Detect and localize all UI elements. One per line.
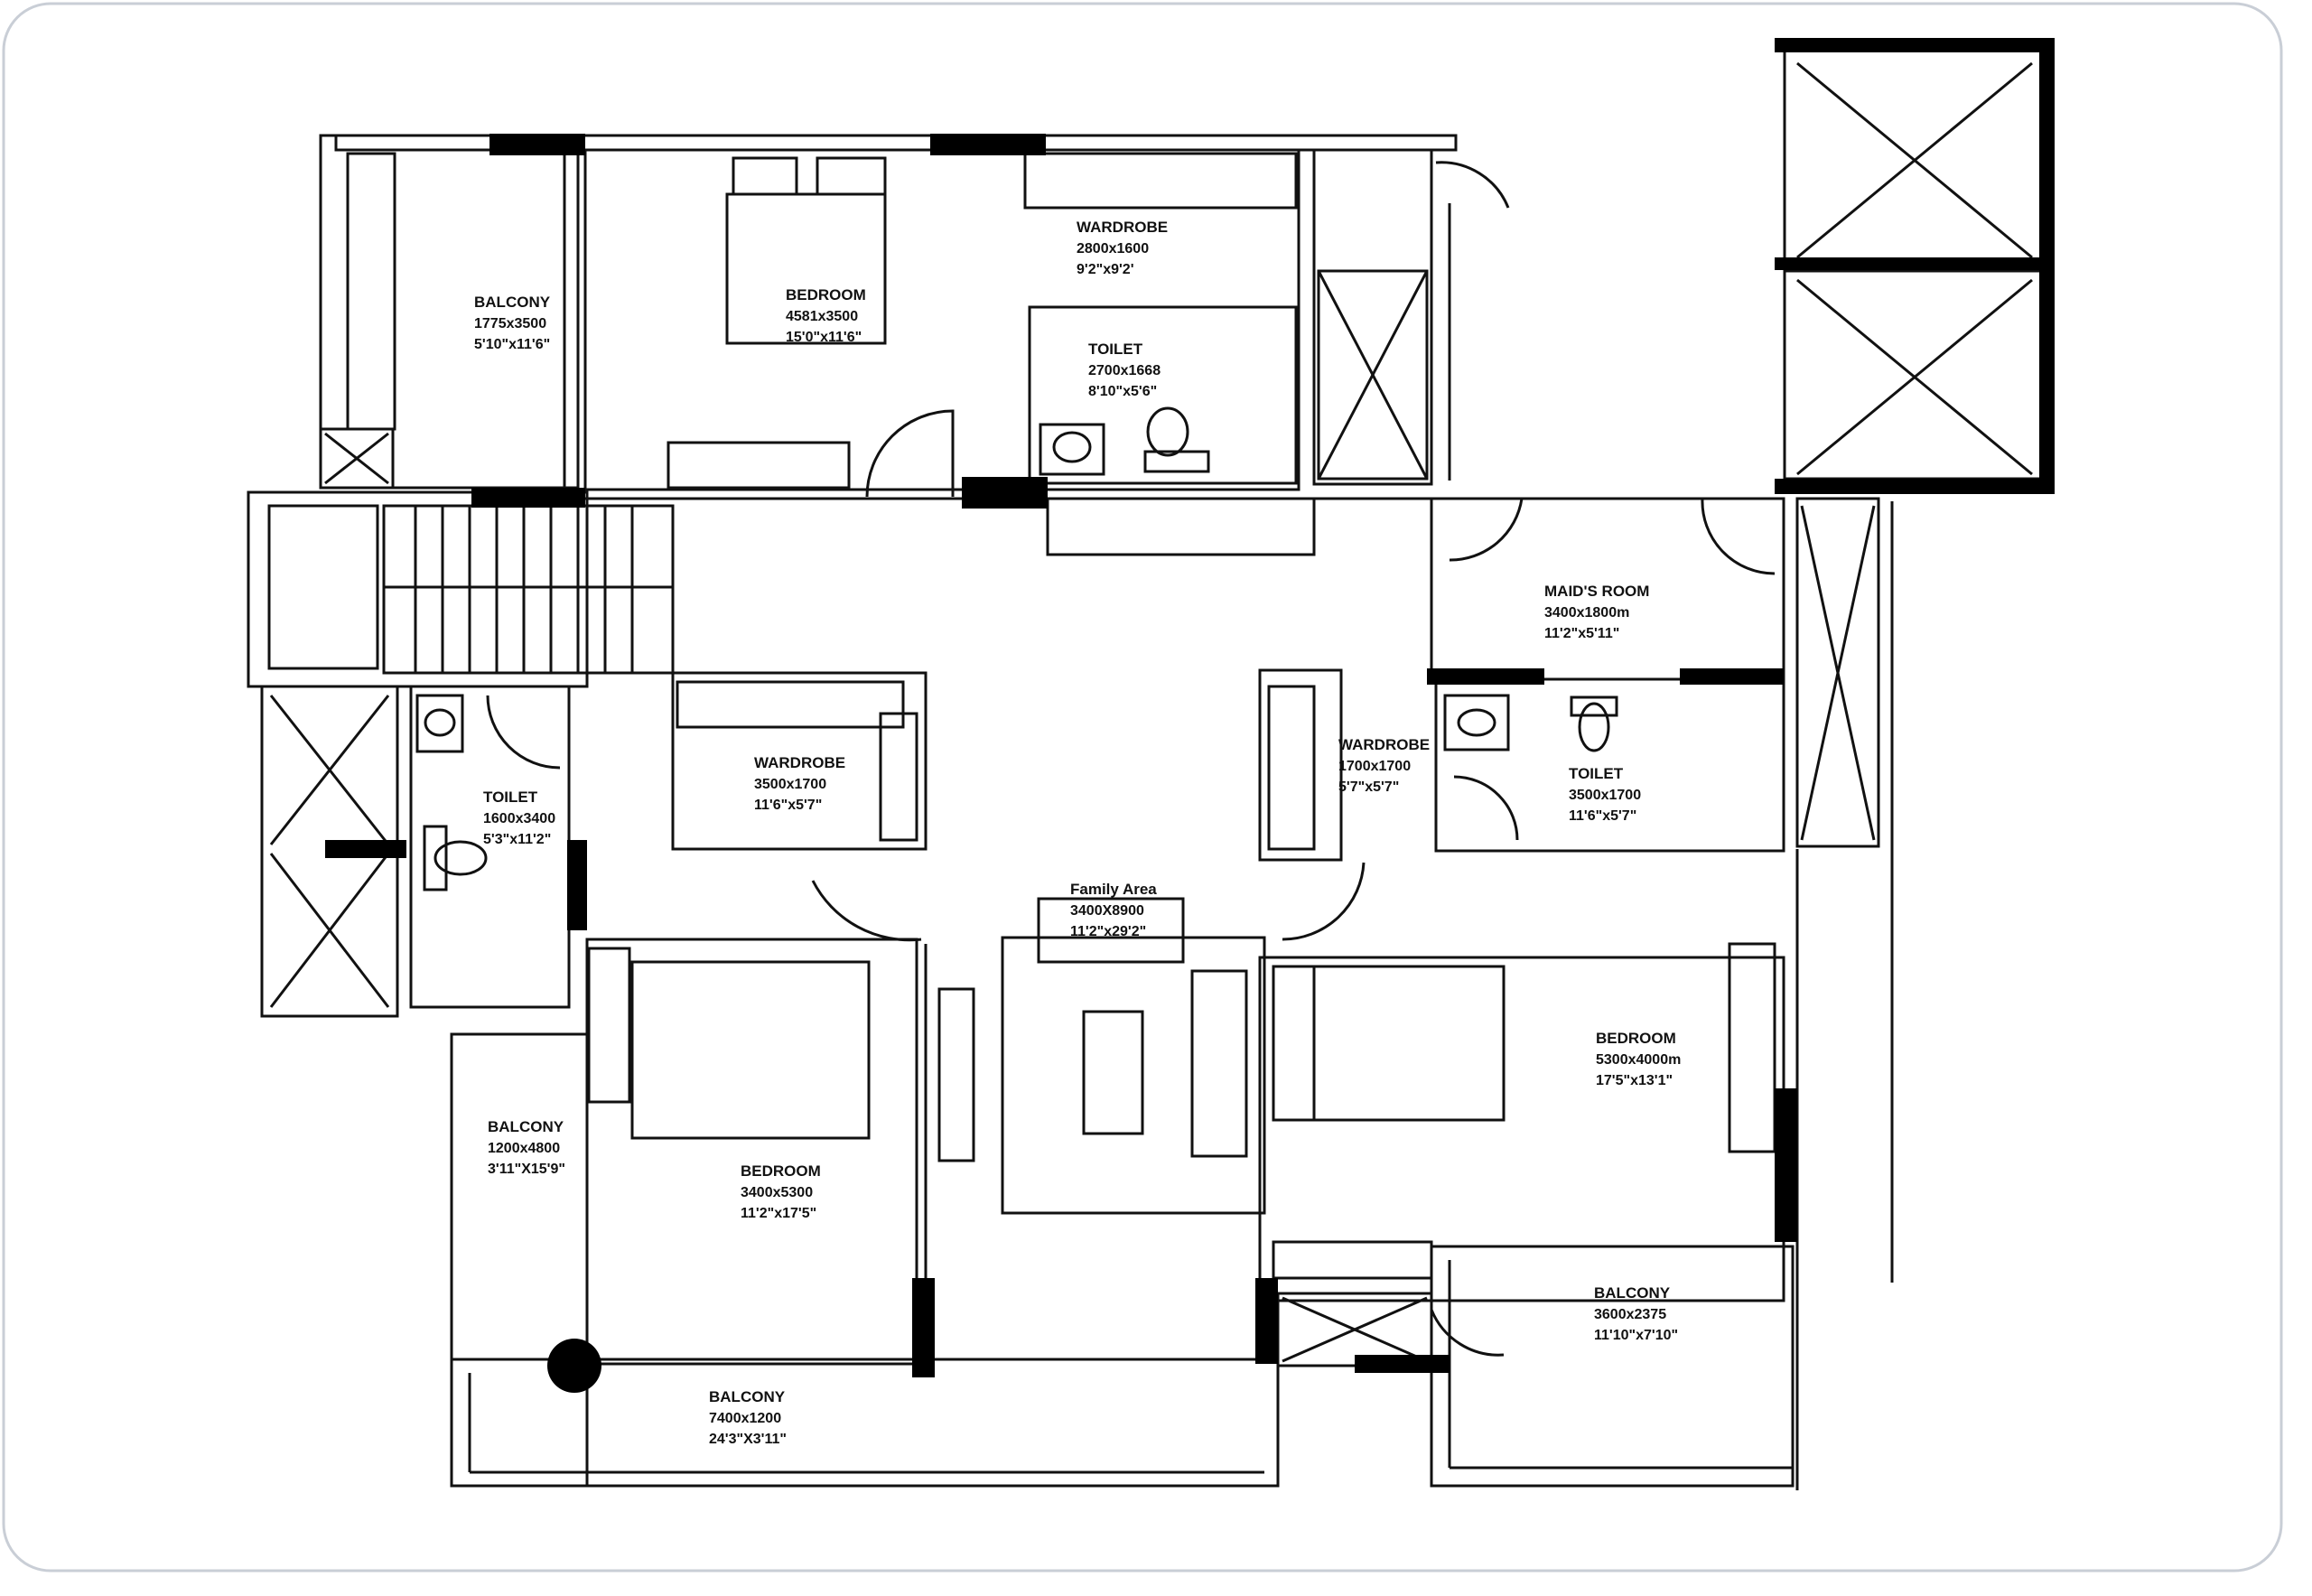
solid-walls — [325, 38, 2055, 1393]
label-bedroom-sw: BEDROOM 3400x5300 11'2"x17'5" — [741, 1162, 821, 1221]
svg-text:11'6"x5'7": 11'6"x5'7" — [754, 798, 822, 813]
svg-text:11'2"x29'2": 11'2"x29'2" — [1070, 924, 1146, 939]
svg-text:24'3"X3'11": 24'3"X3'11" — [709, 1432, 787, 1447]
svg-text:MAID'S ROOM: MAID'S ROOM — [1544, 583, 1649, 600]
svg-text:17'5"x13'1": 17'5"x13'1" — [1596, 1073, 1673, 1088]
svg-text:1700x1700: 1700x1700 — [1338, 759, 1411, 774]
label-balcony-s: BALCONY 7400x1200 24'3"X3'11" — [709, 1388, 787, 1447]
svg-text:BEDROOM: BEDROOM — [786, 286, 866, 303]
label-balcony-se: BALCONY 3600x2375 11'10"x7'10" — [1594, 1284, 1678, 1343]
svg-text:BALCONY: BALCONY — [1594, 1284, 1671, 1302]
svg-text:3400x1800m: 3400x1800m — [1544, 605, 1629, 621]
svg-text:7400x1200: 7400x1200 — [709, 1411, 781, 1426]
svg-text:BALCONY: BALCONY — [488, 1118, 564, 1135]
svg-text:3400X8900: 3400X8900 — [1070, 903, 1144, 919]
svg-text:TOILET: TOILET — [1569, 765, 1624, 782]
svg-text:11'6"x5'7": 11'6"x5'7" — [1569, 808, 1636, 824]
label-toilet-e: TOILET 3500x1700 11'6"x5'7" — [1569, 765, 1641, 824]
svg-text:TOILET: TOILET — [483, 789, 538, 806]
svg-text:5'10"x11'6": 5'10"x11'6" — [474, 337, 550, 352]
svg-text:11'10"x7'10": 11'10"x7'10" — [1594, 1328, 1678, 1343]
label-balcony-nw: BALCONY 1775x3500 5'10"x11'6" — [474, 294, 551, 352]
svg-text:BALCONY: BALCONY — [474, 294, 551, 311]
card-border — [2, 2, 2283, 1573]
label-wardrobe-n: WARDROBE 2800x1600 9'2"x9'2' — [1077, 219, 1168, 277]
label-maids-room: MAID'S ROOM 3400x1800m 11'2"x5'11" — [1544, 583, 1649, 641]
svg-text:3500x1700: 3500x1700 — [754, 777, 826, 792]
svg-text:1600x3400: 1600x3400 — [483, 811, 555, 826]
svg-text:1775x3500: 1775x3500 — [474, 316, 546, 331]
svg-text:WARDROBE: WARDROBE — [754, 754, 845, 771]
svg-text:4581x3500: 4581x3500 — [786, 309, 858, 324]
svg-text:3600x2375: 3600x2375 — [1594, 1307, 1666, 1322]
svg-text:TOILET: TOILET — [1088, 341, 1143, 358]
svg-text:WARDROBE: WARDROBE — [1077, 219, 1168, 236]
svg-text:2800x1600: 2800x1600 — [1077, 241, 1149, 257]
svg-text:WARDROBE: WARDROBE — [1338, 736, 1430, 753]
svg-text:15'0"x11'6": 15'0"x11'6" — [786, 330, 862, 345]
svg-text:BALCONY: BALCONY — [709, 1388, 786, 1405]
label-toilet-n: TOILET 2700x1668 8'10"x5'6" — [1088, 341, 1161, 399]
svg-text:5'7"x5'7": 5'7"x5'7" — [1338, 779, 1399, 795]
svg-text:9'2"x9'2': 9'2"x9'2' — [1077, 262, 1134, 277]
label-toilet-w: TOILET 1600x3400 5'3"x11'2" — [483, 789, 555, 847]
svg-text:11'2"x17'5": 11'2"x17'5" — [741, 1206, 816, 1221]
svg-text:2700x1668: 2700x1668 — [1088, 363, 1161, 378]
label-wardrobe-c: WARDROBE 3500x1700 11'6"x5'7" — [754, 754, 845, 813]
room-labels: BALCONY 1775x3500 5'10"x11'6" BEDROOM 45… — [474, 219, 1681, 1447]
svg-text:BEDROOM: BEDROOM — [1596, 1030, 1676, 1047]
svg-text:3500x1700: 3500x1700 — [1569, 788, 1641, 803]
svg-text:11'2"x5'11": 11'2"x5'11" — [1544, 626, 1619, 641]
svg-text:8'10"x5'6": 8'10"x5'6" — [1088, 384, 1157, 399]
svg-text:BEDROOM: BEDROOM — [741, 1162, 821, 1180]
label-bedroom-e: BEDROOM 5300x4000m 17'5"x13'1" — [1596, 1030, 1681, 1088]
label-wardrobe-e: WARDROBE 1700x1700 5'7"x5'7" — [1338, 736, 1430, 795]
svg-text:3'11"X15'9": 3'11"X15'9" — [488, 1162, 565, 1177]
label-family-area: Family Area 3400X8900 11'2"x29'2" — [1070, 881, 1157, 939]
svg-text:5300x4000m: 5300x4000m — [1596, 1052, 1681, 1068]
label-balcony-w: BALCONY 1200x4800 3'11"X15'9" — [488, 1118, 565, 1177]
label-bedroom-n: BEDROOM 4581x3500 15'0"x11'6" — [786, 286, 866, 345]
svg-text:3400x5300: 3400x5300 — [741, 1185, 813, 1200]
svg-text:Family Area: Family Area — [1070, 881, 1157, 898]
svg-text:1200x4800: 1200x4800 — [488, 1141, 560, 1156]
svg-text:5'3"x11'2": 5'3"x11'2" — [483, 832, 551, 847]
